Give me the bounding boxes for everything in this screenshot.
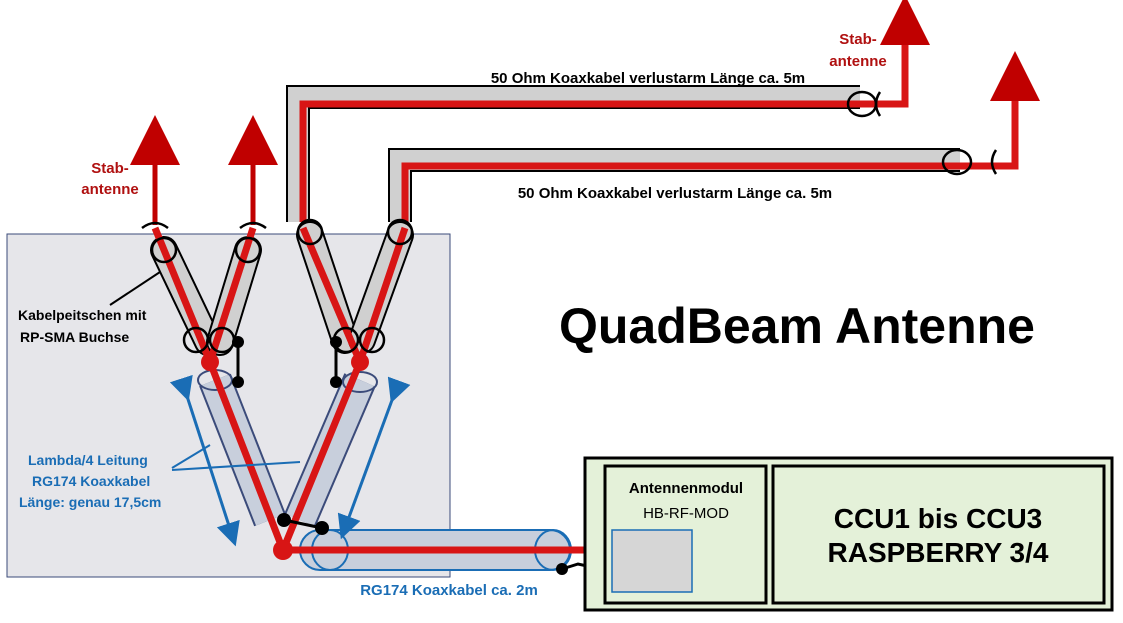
coax-top-label: 50 Ohm Koaxkabel verlustarm Länge ca. 5m: [491, 70, 805, 87]
lambda-label-2: RG174 Koaxkabel: [32, 473, 150, 489]
ccu-label-1: CCU1 bis CCU3: [834, 503, 1042, 534]
stab-right-label-2: antenne: [829, 53, 887, 70]
signal-path: [151, 226, 618, 560]
coax-cable-top: [286, 0, 930, 222]
coax-bottom-label: 50 Ohm Koaxkabel verlustarm Länge ca. 5m: [518, 185, 832, 202]
lambda-label-3: Länge: genau 17,5cm: [19, 494, 161, 510]
stab-left-label-1: Stab-: [91, 160, 129, 177]
coax-cable-bottom: [388, 51, 1040, 222]
connector-rings: [150, 218, 414, 354]
rg174-main-label: RG174 Koaxkabel ca. 2m: [360, 582, 538, 599]
pigtail-label-1: Kabelpeitschen mit: [18, 307, 147, 323]
module-label-2: HB-RF-MOD: [643, 505, 729, 522]
pigtail-label-2: RP-SMA Buchse: [20, 329, 129, 345]
pigtail-pointer: [109, 271, 161, 306]
stab-left-label-2: antenne: [81, 181, 139, 198]
stab-right-label-1: Stab-: [839, 31, 877, 48]
ccu-enclosure: [583, 456, 1114, 612]
page-title: QuadBeam Antenne: [559, 298, 1035, 354]
lambda-label-1: Lambda/4 Leitung: [28, 452, 148, 468]
ccu-label-2: RASPBERRY 3/4: [828, 537, 1049, 568]
stab-antenna-left-pair: [130, 115, 278, 230]
lambda-length-arrows: [169, 374, 411, 547]
module-label-1: Antennenmodul: [629, 480, 743, 497]
